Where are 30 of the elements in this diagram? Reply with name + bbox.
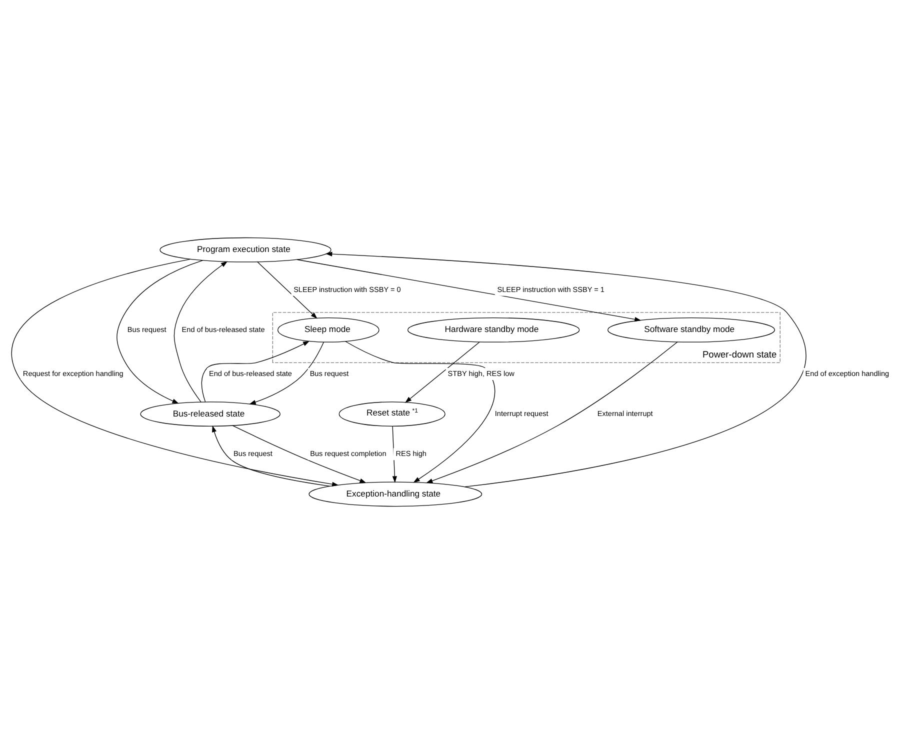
arrow [404,341,480,402]
arrow [12,258,339,486]
edge-label: SLEEP instruction with SSBY = 0 [294,284,401,294]
arrow [296,258,642,322]
node-ellipse: Hardware standby mode [407,317,580,342]
edge-label: End of exception handling [805,368,890,378]
edge-label: Interrupt request [494,408,548,418]
arrow [212,424,330,486]
edge-label: Bus request [127,324,166,334]
arrow [426,341,678,483]
arrow [326,251,806,487]
edge-label: SLEEP instruction with SSBY = 1 [497,284,604,294]
arrow [257,261,318,318]
edge-label: Bus request completion [310,448,386,458]
node-ellipse: Reset state$^{*1}$ [338,401,446,426]
edge-label: Bus request [310,368,349,378]
node-ellipse: Sleep mode [278,317,380,342]
arrow [201,340,310,402]
edge-label: RES high [396,448,426,458]
edge-label: End of bus-released state [182,324,265,334]
arrow [116,260,203,404]
arrow [174,260,228,402]
edge-label: Request for exception handling [22,368,124,378]
edge-label: External interrupt [597,408,653,418]
node-ellipse: Bus-released state [140,401,280,426]
edge-label: STBY high, RES low [448,368,514,378]
edge-label: Bus request [234,448,272,458]
arrow [345,340,495,482]
edge-label: End of bus-released state [209,368,292,378]
arrow [249,341,324,404]
